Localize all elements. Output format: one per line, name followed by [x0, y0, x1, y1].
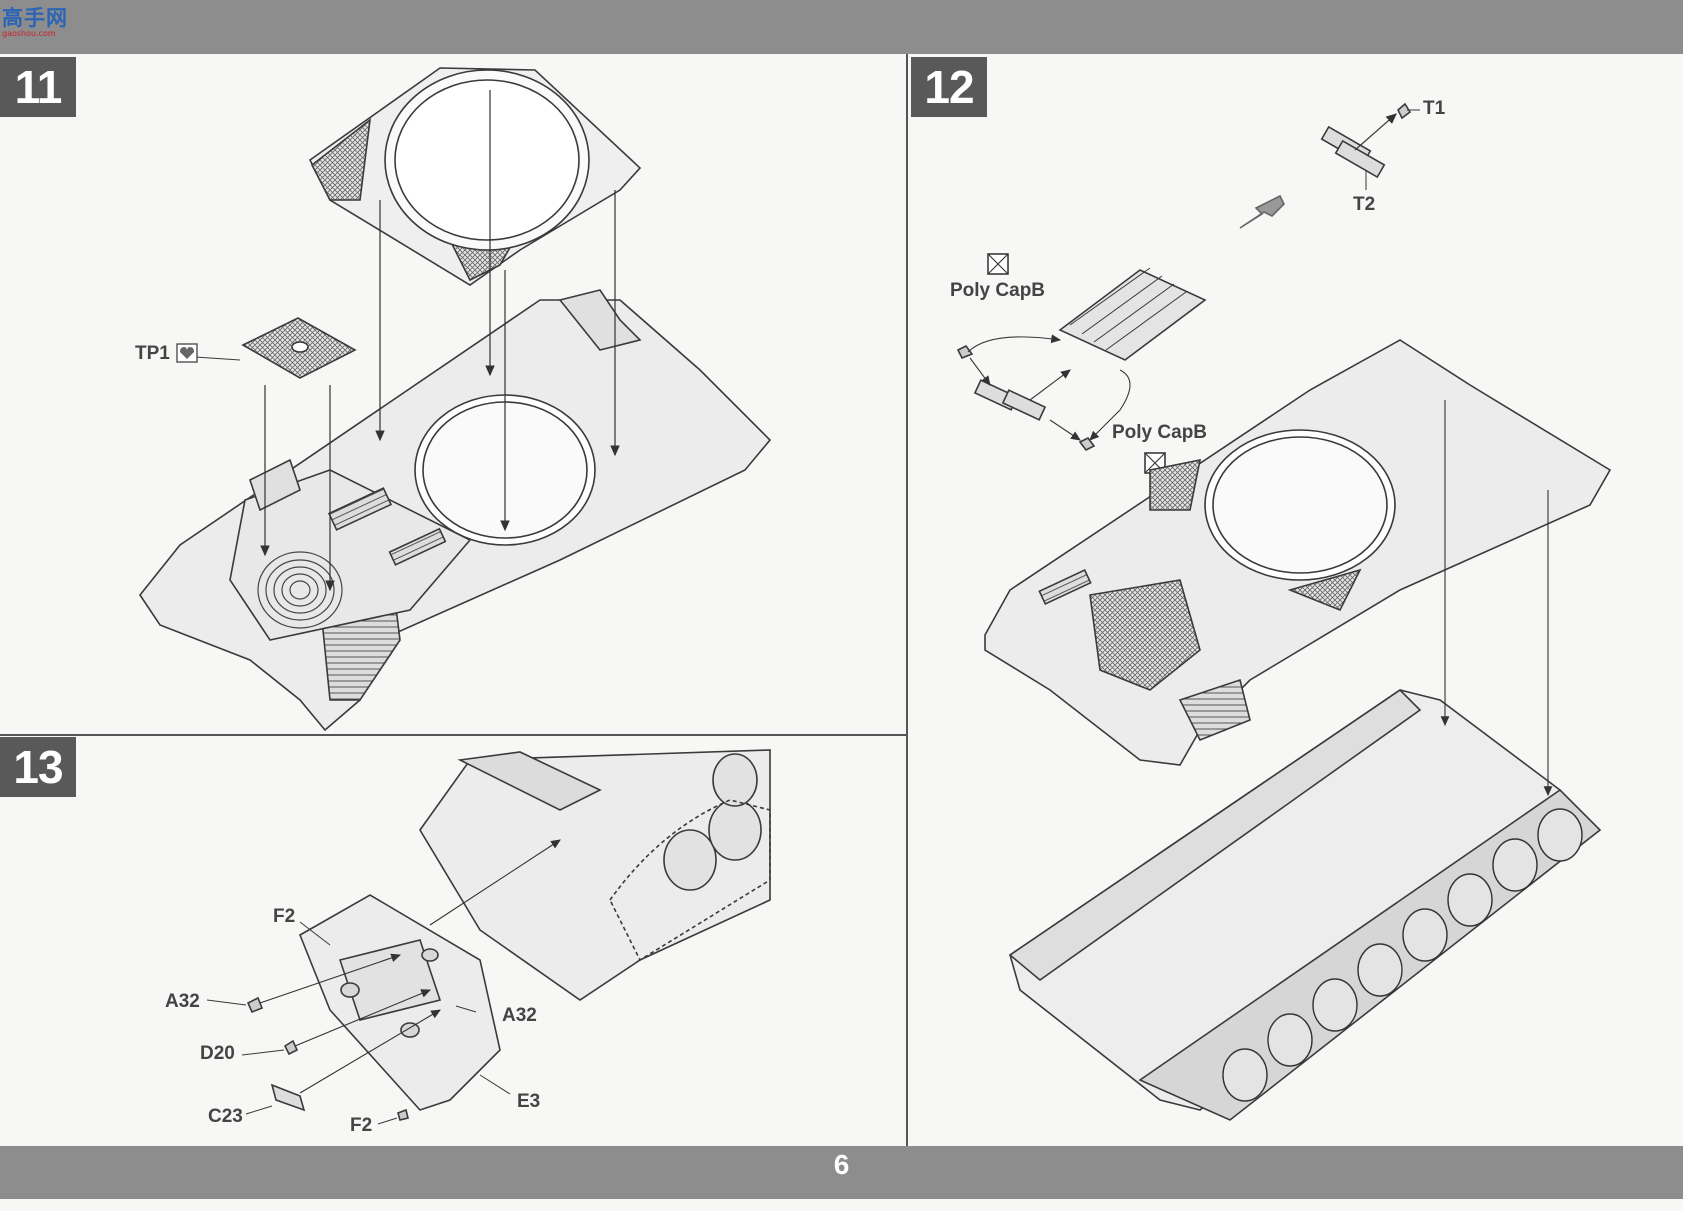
- site-watermark-logo: 高手网 gaoshou.com: [2, 2, 72, 42]
- label-f2-top: F2: [273, 906, 296, 927]
- photo-etch-icon: [176, 343, 198, 363]
- label-poly-cap-bottom: Poly CapB: [1112, 422, 1208, 443]
- label-t1: T1: [1423, 98, 1446, 119]
- page-number: 6: [833, 1149, 850, 1180]
- panel-divider-horizontal: [0, 734, 906, 736]
- step-12-drawing: [956, 102, 1612, 1121]
- label-c23: C23: [208, 1106, 243, 1127]
- label-t2: T2: [1353, 194, 1376, 215]
- footer-bar: [0, 1146, 1683, 1199]
- label-f2-bottom: F2: [350, 1115, 373, 1136]
- step-13-number: 13: [0, 737, 76, 797]
- logo-text: 高手网: [2, 6, 68, 30]
- header-bar: [0, 0, 1683, 54]
- step-12-number: 12: [911, 57, 987, 117]
- label-a32-right: A32: [502, 1005, 537, 1026]
- panel-divider-vertical: [906, 54, 908, 1146]
- label-a32-left: A32: [165, 991, 200, 1012]
- label-tp1: TP1: [135, 343, 170, 364]
- step-11-drawing: [139, 67, 772, 732]
- step-11-number: 11: [0, 57, 76, 117]
- label-e3: E3: [517, 1091, 541, 1112]
- step-13-drawing: [206, 749, 771, 1125]
- label-poly-cap-top: Poly CapB: [950, 280, 1046, 301]
- logo-url: gaoshou.com: [2, 29, 56, 38]
- label-d20: D20: [200, 1043, 235, 1064]
